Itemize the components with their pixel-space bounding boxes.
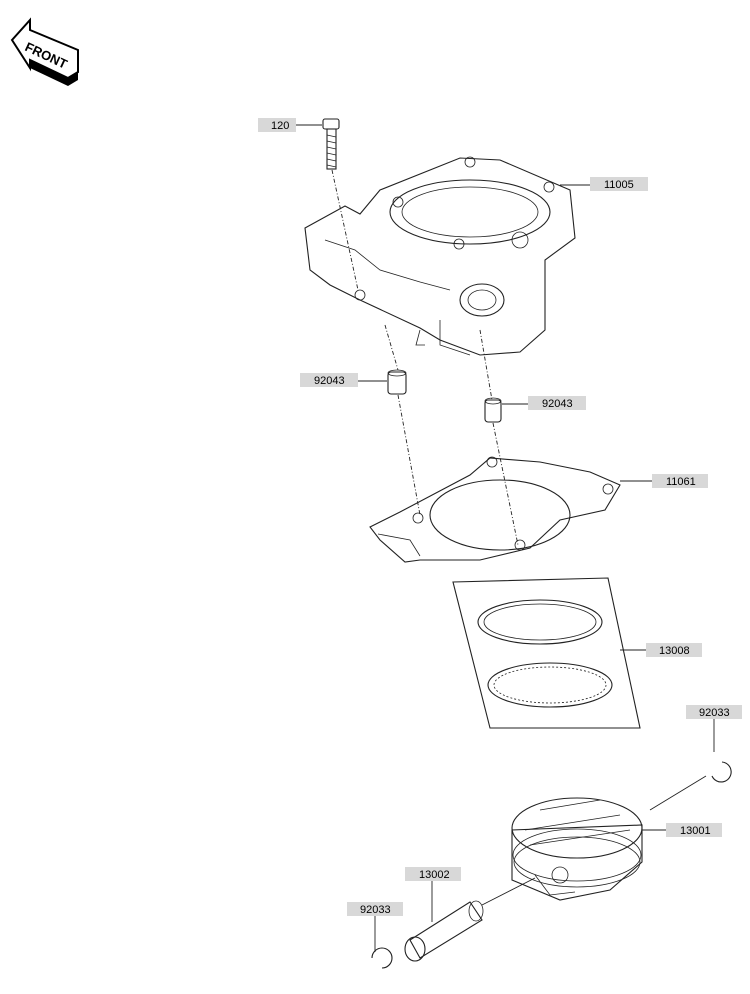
part-number: 120 (271, 120, 289, 132)
part-number: 11005 (604, 179, 634, 191)
label-11005: 11005 (560, 177, 648, 191)
label-92043-left: 92043 (300, 373, 387, 387)
label-92033-right: 92033 (686, 705, 742, 752)
part-number: 11061 (666, 476, 696, 488)
bolt-120 (322, 118, 359, 291)
part-number: 92043 (314, 375, 345, 387)
label-120: 120 (258, 118, 322, 132)
part-number: 13002 (419, 869, 450, 881)
circlip-right-92033 (649, 761, 732, 811)
label-13001: 13001 (642, 823, 722, 837)
part-number: 13008 (659, 645, 690, 657)
ring-set-13008 (452, 577, 641, 729)
part-number: 92033 (360, 904, 391, 916)
circlip-left-92033 (371, 947, 393, 969)
front-arrow-icon: FRONT (10, 17, 79, 86)
dowel-right-92043 (484, 397, 519, 546)
cylinder-11005 (304, 156, 576, 401)
label-13008: 13008 (620, 643, 702, 657)
part-number: 92033 (699, 707, 730, 719)
part-number: 92043 (542, 398, 573, 410)
dowel-left-92043 (387, 369, 421, 516)
label-92033-left: 92033 (347, 902, 403, 952)
part-number: 13001 (680, 825, 711, 837)
gasket-11061 (369, 456, 621, 563)
piston-pin-13002 (404, 877, 536, 962)
piston-13001 (511, 797, 643, 901)
label-11061: 11061 (620, 474, 708, 488)
label-13002: 13002 (405, 867, 461, 922)
label-92043-right: 92043 (502, 396, 586, 410)
